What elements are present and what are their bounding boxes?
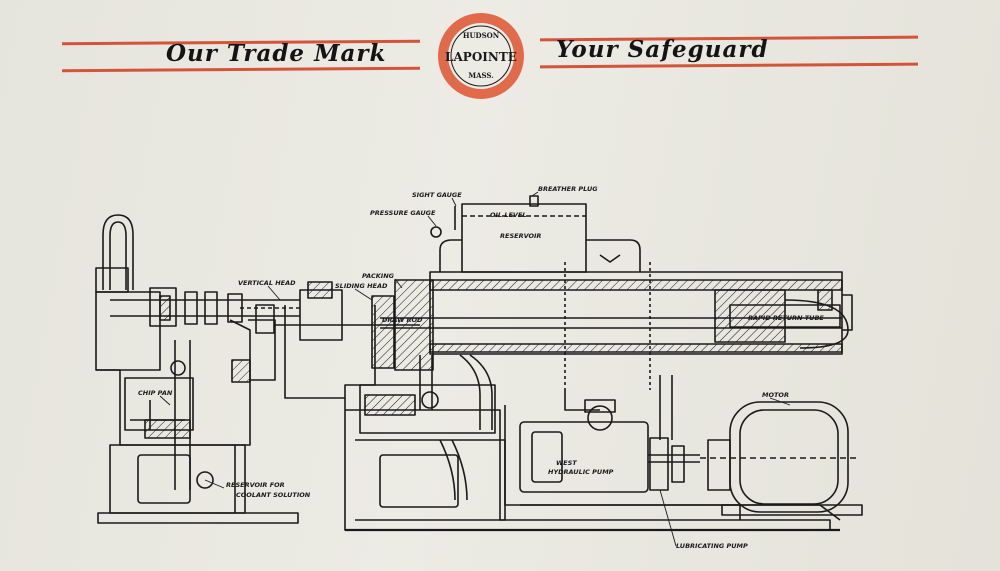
- left-slogan: Our Trade Mark: [166, 40, 387, 67]
- label-motor: MOTOR: [762, 391, 789, 399]
- label-pressure-gauge: PRESSURE GAUGE: [370, 209, 436, 217]
- hydraulic-pump: [519, 399, 700, 493]
- lapointe-seal: HUDSON LAPOINTE MASS.: [438, 13, 524, 99]
- main-cylinder: [380, 262, 853, 390]
- label-hydraulic-pump: HYDRAULIC PUMP: [548, 468, 614, 476]
- label-west: WEST: [556, 459, 577, 467]
- label-reservoir: RESERVOIR: [500, 232, 541, 240]
- vertical-head: [110, 287, 300, 334]
- reservoir-tank: [430, 195, 641, 273]
- label-oil-level: OIL LEVEL: [490, 211, 527, 219]
- label-sight-gauge: SIGHT GAUGE: [412, 191, 462, 199]
- label-reservoir-for: RESERVOIR FOR: [226, 481, 285, 489]
- main-bed: [344, 398, 841, 532]
- column-assembly: [95, 214, 299, 524]
- hydraulic-piping: [359, 354, 673, 501]
- label-lubricating-pump: LUBRICATING PUMP: [676, 542, 748, 550]
- label-rapid-return-tube: RAPID RETURN TUBE: [748, 314, 824, 322]
- seal-center-text: LAPOINTE: [445, 50, 517, 64]
- motor: [700, 401, 863, 516]
- label-coolant-solution: COOLANT SOLUTION: [236, 491, 311, 499]
- label-chip-pan: CHIP PAN: [138, 389, 173, 397]
- label-vertical-head: VERTICAL HEAD: [238, 279, 296, 287]
- label-draw-rod: DRAW ROD: [382, 316, 423, 324]
- seal-bottom-text: MASS.: [468, 71, 493, 80]
- label-sliding-head: SLIDING HEAD: [335, 282, 388, 290]
- label-breather-plug: BREATHER PLUG: [538, 185, 598, 193]
- label-packing: PACKING: [362, 272, 395, 280]
- seal-top-text: HUDSON: [463, 31, 500, 40]
- right-slogan: Your Safeguard: [556, 36, 769, 63]
